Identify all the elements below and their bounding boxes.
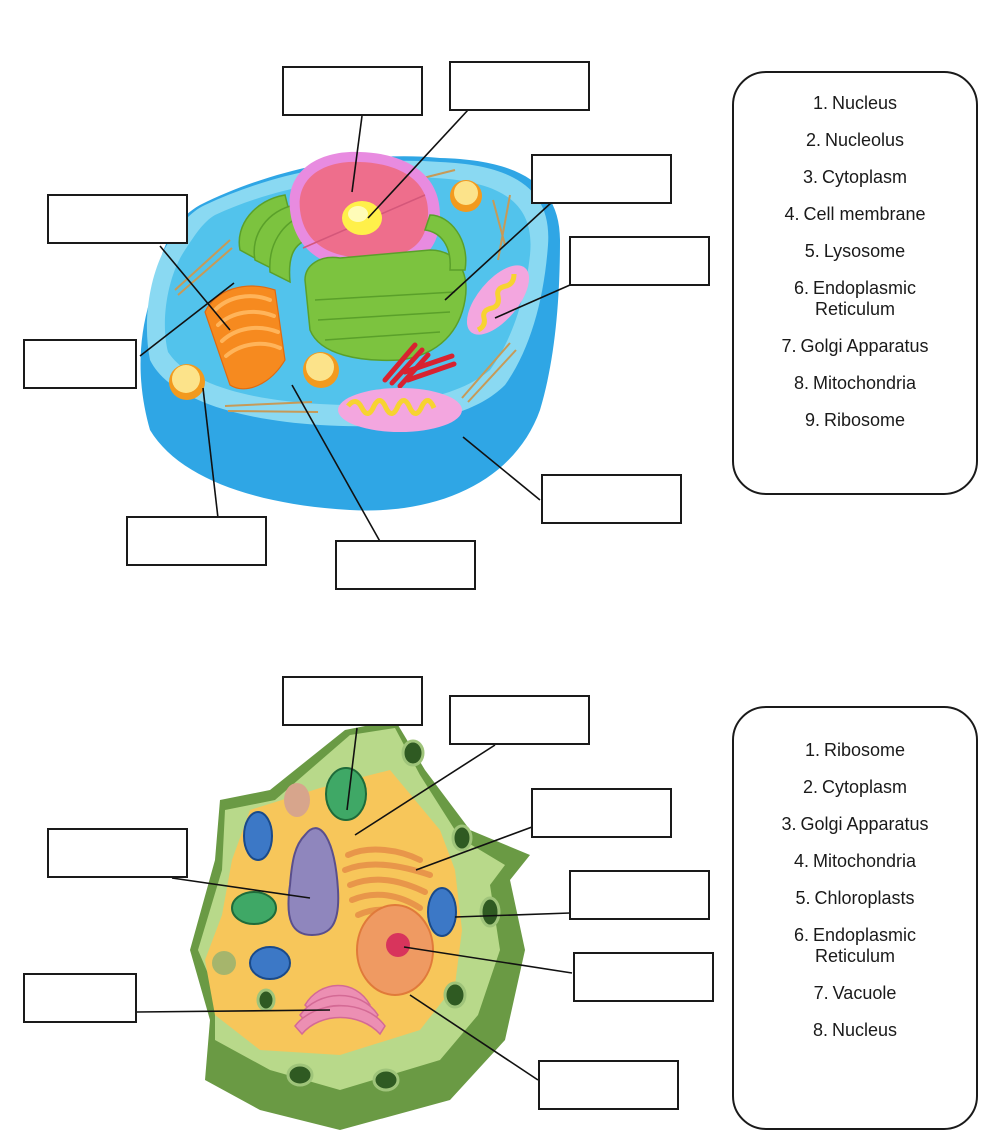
word-bank-item: 1.Nucleus — [812, 93, 898, 113]
animal-cell-illustration — [139, 109, 571, 546]
word-bank-item: 3.Golgi Apparatus — [781, 814, 929, 834]
word-bank-item: 6.Endoplasmic Reticulum — [793, 278, 917, 319]
answer-box-cell-membrane[interactable] — [541, 474, 682, 524]
plant-cell-illustration — [136, 720, 573, 1130]
answer-box-golgi-apparatus[interactable] — [23, 973, 137, 1023]
answer-box-nucleus[interactable] — [282, 66, 423, 116]
answer-box-mitochondria[interactable] — [569, 870, 710, 920]
answer-box-cytoplasm-lower[interactable] — [335, 540, 476, 590]
answer-box-golgi-apparatus[interactable] — [47, 194, 188, 244]
plant-cell-diagram — [0, 660, 720, 1130]
answer-box-chloroplasts[interactable] — [282, 676, 423, 726]
answer-box-cytoplasm[interactable] — [23, 339, 137, 389]
word-bank-item: 8.Nucleus — [812, 1020, 898, 1040]
answer-box-vacuole[interactable] — [47, 828, 188, 878]
answer-box-nucleus[interactable] — [573, 952, 714, 1002]
plant-cell-word-bank: 1.Ribosome 2.Cytoplasm 3.Golgi Apparatus… — [732, 706, 978, 1130]
answer-box-cytoplasm[interactable] — [538, 1060, 679, 1110]
word-bank-item: 4.Cell membrane — [784, 204, 926, 224]
word-bank-item: 5.Chloroplasts — [795, 888, 915, 908]
animal-cell-diagram — [0, 0, 720, 620]
answer-box-endoplasmic-reticulum[interactable] — [531, 788, 672, 838]
word-bank-item: 2.Cytoplasm — [802, 777, 908, 797]
word-bank-item: 1.Ribosome — [804, 740, 906, 760]
answer-box-mitochondria[interactable] — [569, 236, 710, 286]
answer-box-lysosome[interactable] — [126, 516, 267, 566]
word-bank-item: 7.Vacuole — [813, 983, 897, 1003]
word-bank-item: 7.Golgi Apparatus — [781, 336, 929, 356]
word-bank-item: 8.Mitochondria — [793, 373, 917, 393]
answer-box-ribosome[interactable] — [449, 695, 590, 745]
animal-cell-word-bank: 1.Nucleus 2.Nucleolus 3.Cytoplasm 4.Cell… — [732, 71, 978, 495]
word-bank-item: 5.Lysosome — [804, 241, 906, 261]
word-bank-item: 4.Mitochondria — [793, 851, 917, 871]
word-bank-item: 3.Cytoplasm — [802, 167, 908, 187]
word-bank-item: 6.Endoplasmic Reticulum — [793, 925, 917, 966]
answer-box-nucleolus[interactable] — [449, 61, 590, 111]
word-bank-item: 9.Ribosome — [804, 410, 906, 430]
word-bank-item: 2.Nucleolus — [805, 130, 905, 150]
answer-box-endoplasmic-reticulum[interactable] — [531, 154, 672, 204]
